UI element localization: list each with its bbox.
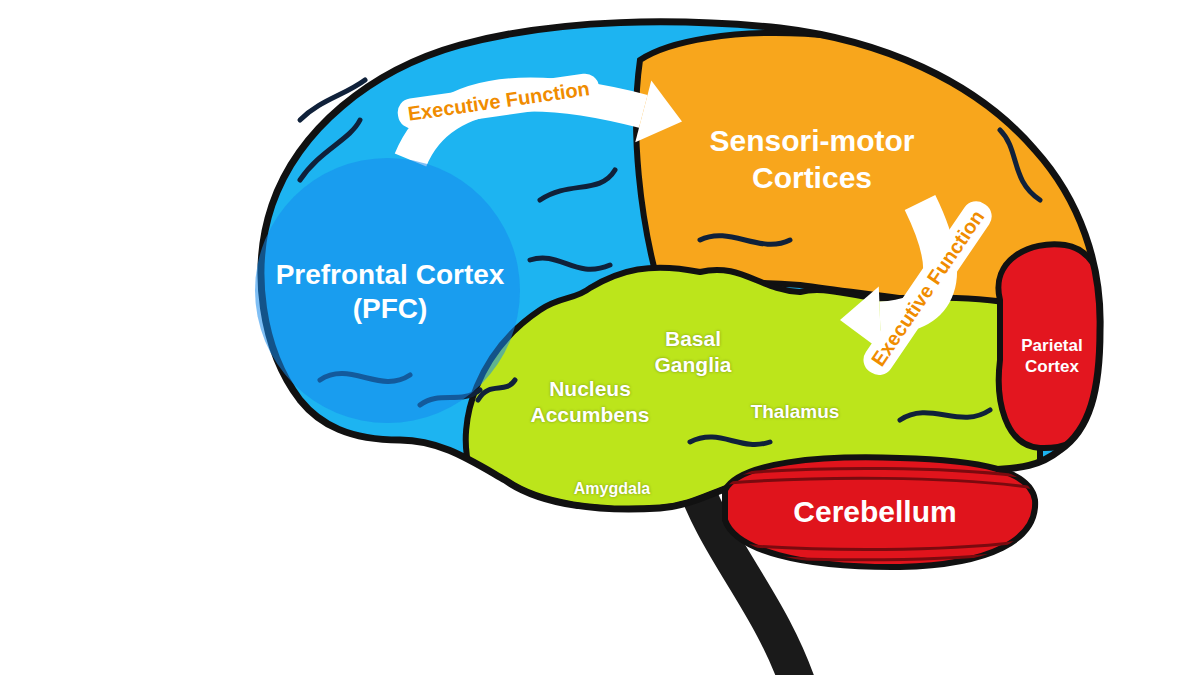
- gyrus: [690, 437, 770, 444]
- region-label: Nucleus Accumbens: [525, 376, 655, 427]
- cerebellum-region: Cerebellum: [783, 488, 966, 537]
- arrow-label: Executive Function: [396, 72, 602, 130]
- region-label: Amygdala: [562, 479, 662, 499]
- gyrus: [700, 236, 790, 245]
- gyrus: [478, 380, 515, 400]
- arrow-label: Executive Function: [858, 196, 997, 381]
- region-label: Thalamus: [740, 400, 850, 423]
- gyrus: [540, 170, 615, 200]
- region-label: Cerebellum: [793, 494, 956, 531]
- folium: [730, 468, 1035, 478]
- region-label: Prefrontal Cortex (PFC): [275, 258, 505, 326]
- parietal-region: Parietal Cortex: [1003, 330, 1101, 383]
- folium: [728, 540, 1036, 550]
- sensorimotor-region: Sensori-motor Cortices: [682, 117, 942, 202]
- cerebellum-shape: [725, 457, 1035, 567]
- gyrus: [1000, 130, 1040, 200]
- prefrontal-circle: Prefrontal Cortex (PFC): [255, 158, 520, 423]
- brain-outline: [261, 22, 1100, 509]
- region-label: Sensori-motor Cortices: [692, 123, 932, 196]
- arrow-head: [635, 80, 682, 142]
- folium: [735, 551, 1030, 560]
- gyrus: [900, 410, 990, 420]
- subcortical-region: Basal GangliaNucleus Accumbens ThalamusAm…: [500, 320, 1000, 515]
- cerebellum-folia: [728, 468, 1036, 559]
- gyrus: [530, 258, 610, 269]
- region-label: Parietal Cortex: [1013, 336, 1091, 377]
- region-label: Basal Ganglia: [643, 326, 743, 377]
- folium: [728, 478, 1036, 488]
